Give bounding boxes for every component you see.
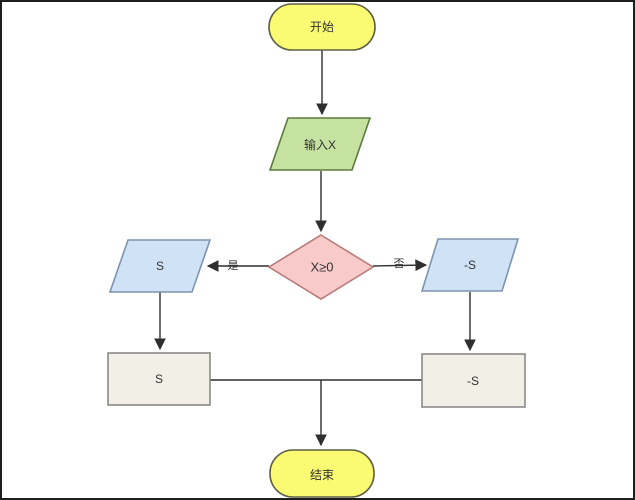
start-label: 开始 <box>310 20 334 34</box>
data-neg-s-parallelogram <box>420 238 520 292</box>
data-s-label: S <box>156 259 164 273</box>
decision-label: X≥0 <box>310 260 333 275</box>
edge-no-label: 否 <box>394 258 405 270</box>
input-label: 输入X <box>304 137 336 152</box>
edge-decision-no <box>372 259 428 272</box>
edge-yes-label: 是 <box>228 259 239 272</box>
data-s-parallelogram <box>108 239 212 293</box>
decision-diamond <box>267 234 375 300</box>
process-neg-s-rectangle <box>421 353 526 408</box>
end-terminator <box>269 449 375 498</box>
data-neg-s-label: -S <box>464 258 476 272</box>
process-s-label: S <box>155 372 163 386</box>
input-parallelogram <box>268 117 372 171</box>
end-label: 结束 <box>310 468 334 482</box>
process-neg-s-label: -S <box>467 374 479 388</box>
start-terminator <box>268 3 376 51</box>
process-s-rectangle <box>107 352 211 406</box>
